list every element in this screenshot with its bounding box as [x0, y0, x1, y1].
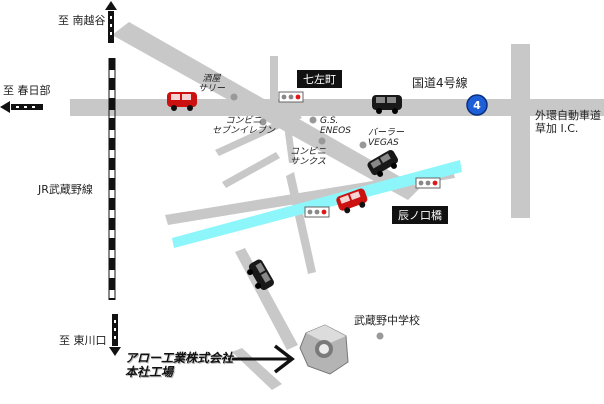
- railway: [108, 58, 116, 300]
- conv2-dot: [318, 137, 326, 145]
- route-badge-number: 4: [473, 99, 481, 112]
- red-car-icon: [336, 188, 368, 214]
- roads: [70, 22, 604, 390]
- route-4-label: 国道4号線: [412, 76, 468, 90]
- black-car-icon: [367, 150, 399, 177]
- diagonal-road: [112, 22, 420, 200]
- conv2-label: コンビニ サンクス: [290, 147, 326, 168]
- school-dot: [376, 332, 384, 340]
- barber-dot: [359, 141, 367, 149]
- barber-label-2: VEGAS: [368, 138, 399, 149]
- shichizacho-intersection-label: 七左町: [297, 70, 342, 88]
- south-destination-label: 至 東川口: [59, 334, 107, 347]
- school-label: 武蔵野中学校: [354, 314, 420, 327]
- red-car-icon: [167, 92, 197, 111]
- river: [172, 160, 462, 248]
- north-destination-label: 至 南越谷: [58, 14, 106, 27]
- barber-label: バーラー VEGAS: [368, 128, 404, 149]
- factory-road: [232, 348, 282, 390]
- liquor-shop-label: 酒屋 サリー: [198, 74, 225, 95]
- pointer-arrow-icon: [228, 344, 295, 374]
- route-badge-icon: 4: [466, 94, 488, 116]
- black-car-icon: [247, 259, 274, 291]
- liquor-shop-dot: [230, 93, 238, 101]
- traffic-signal-icon: [304, 206, 330, 218]
- arrow-left-icon: [0, 101, 43, 113]
- conv2-label-2: サンクス: [290, 157, 326, 168]
- traffic-signal-icon: [415, 177, 441, 189]
- conv1-label: コンビニ セブンイレブン: [212, 116, 275, 137]
- conv1-label-2: セブンイレブン: [212, 126, 276, 137]
- small-street-2: [283, 118, 296, 163]
- conv2-label-1: コンビニ: [290, 147, 327, 157]
- hex-nut-icon: [299, 324, 349, 375]
- gs-label-2: ENEOS: [320, 126, 351, 137]
- black-car-icon: [372, 95, 402, 114]
- expressway-label-1: 外環自動車道: [535, 109, 601, 122]
- company-name-line1: アロー工業株式会社: [125, 351, 234, 365]
- west-destination-label: 至 春日部: [3, 84, 51, 97]
- school-road: [235, 248, 298, 350]
- liquor-shop-label-1: 酒屋: [202, 74, 221, 84]
- expressway-label-2: 草加 I.C.: [535, 121, 579, 135]
- gs-dot: [309, 116, 317, 124]
- company-name: アロー工業株式会社 本社工場: [125, 351, 234, 380]
- small-street-1: [215, 112, 302, 156]
- small-street-4: [222, 152, 280, 188]
- rail-line-label: JR武蔵野線: [38, 183, 93, 196]
- conv1-label-1: コンビニ: [225, 116, 262, 126]
- expressway-road: [511, 44, 530, 218]
- small-street-3: [286, 172, 316, 274]
- liquor-shop-label-2: サリー: [198, 84, 226, 95]
- arrow-up-icon: [105, 1, 117, 43]
- arrow-down-icon: [109, 314, 121, 356]
- traffic-signal-icon: [278, 91, 304, 103]
- company-name-line2: 本社工場: [125, 364, 174, 379]
- gs-label-1: G.S.: [320, 116, 339, 126]
- upper-branch: [270, 56, 278, 100]
- expressway-label: 外環自動車道 草加 I.C.: [535, 109, 601, 135]
- gs-label: G.S. ENEOS: [320, 116, 351, 137]
- conv1-dot: [259, 118, 267, 126]
- barber-label-1: バーラー: [368, 128, 405, 138]
- tatsunokuchi-bridge-label: 辰ノ口橋: [392, 206, 448, 224]
